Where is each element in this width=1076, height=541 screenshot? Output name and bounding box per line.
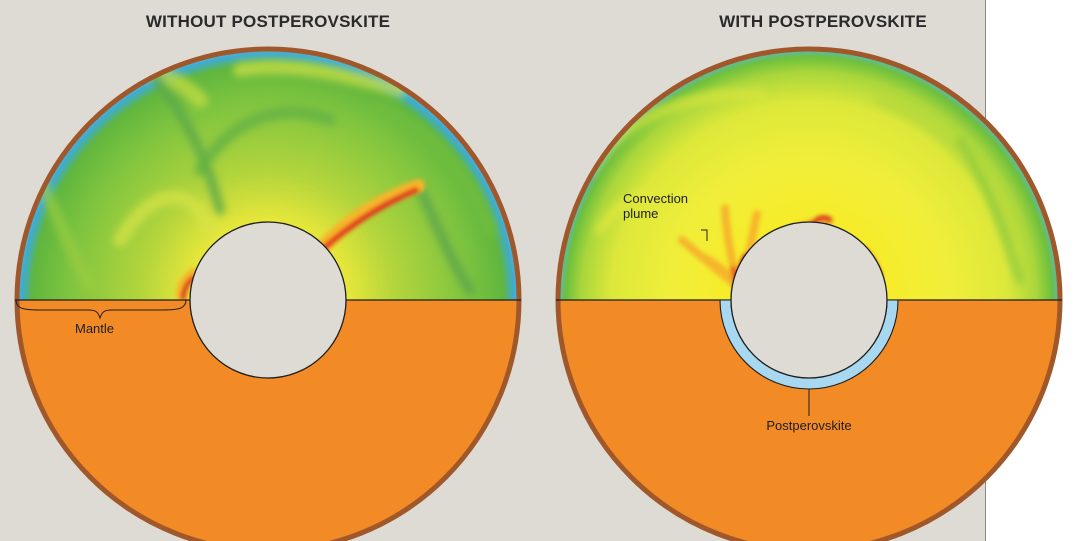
panel-title-left: WITHOUT POSTPEROVSKITE <box>145 12 391 31</box>
core <box>730 221 888 379</box>
panel-right-with-postperovskite <box>555 46 1063 541</box>
convection-plume-label-line1: Convection <box>623 191 689 206</box>
panel-title-right: WITH POSTPEROVSKITE <box>719 12 927 31</box>
mantle-label: Mantle <box>75 321 115 336</box>
core <box>189 221 347 379</box>
panel-left-without-postperovskite <box>14 46 522 541</box>
postperovskite-label: Postperovskite <box>766 418 852 433</box>
convection-plume-label-line2: plume <box>623 206 659 221</box>
plume-leader-line <box>701 229 708 241</box>
mantle-bracket <box>15 299 187 320</box>
